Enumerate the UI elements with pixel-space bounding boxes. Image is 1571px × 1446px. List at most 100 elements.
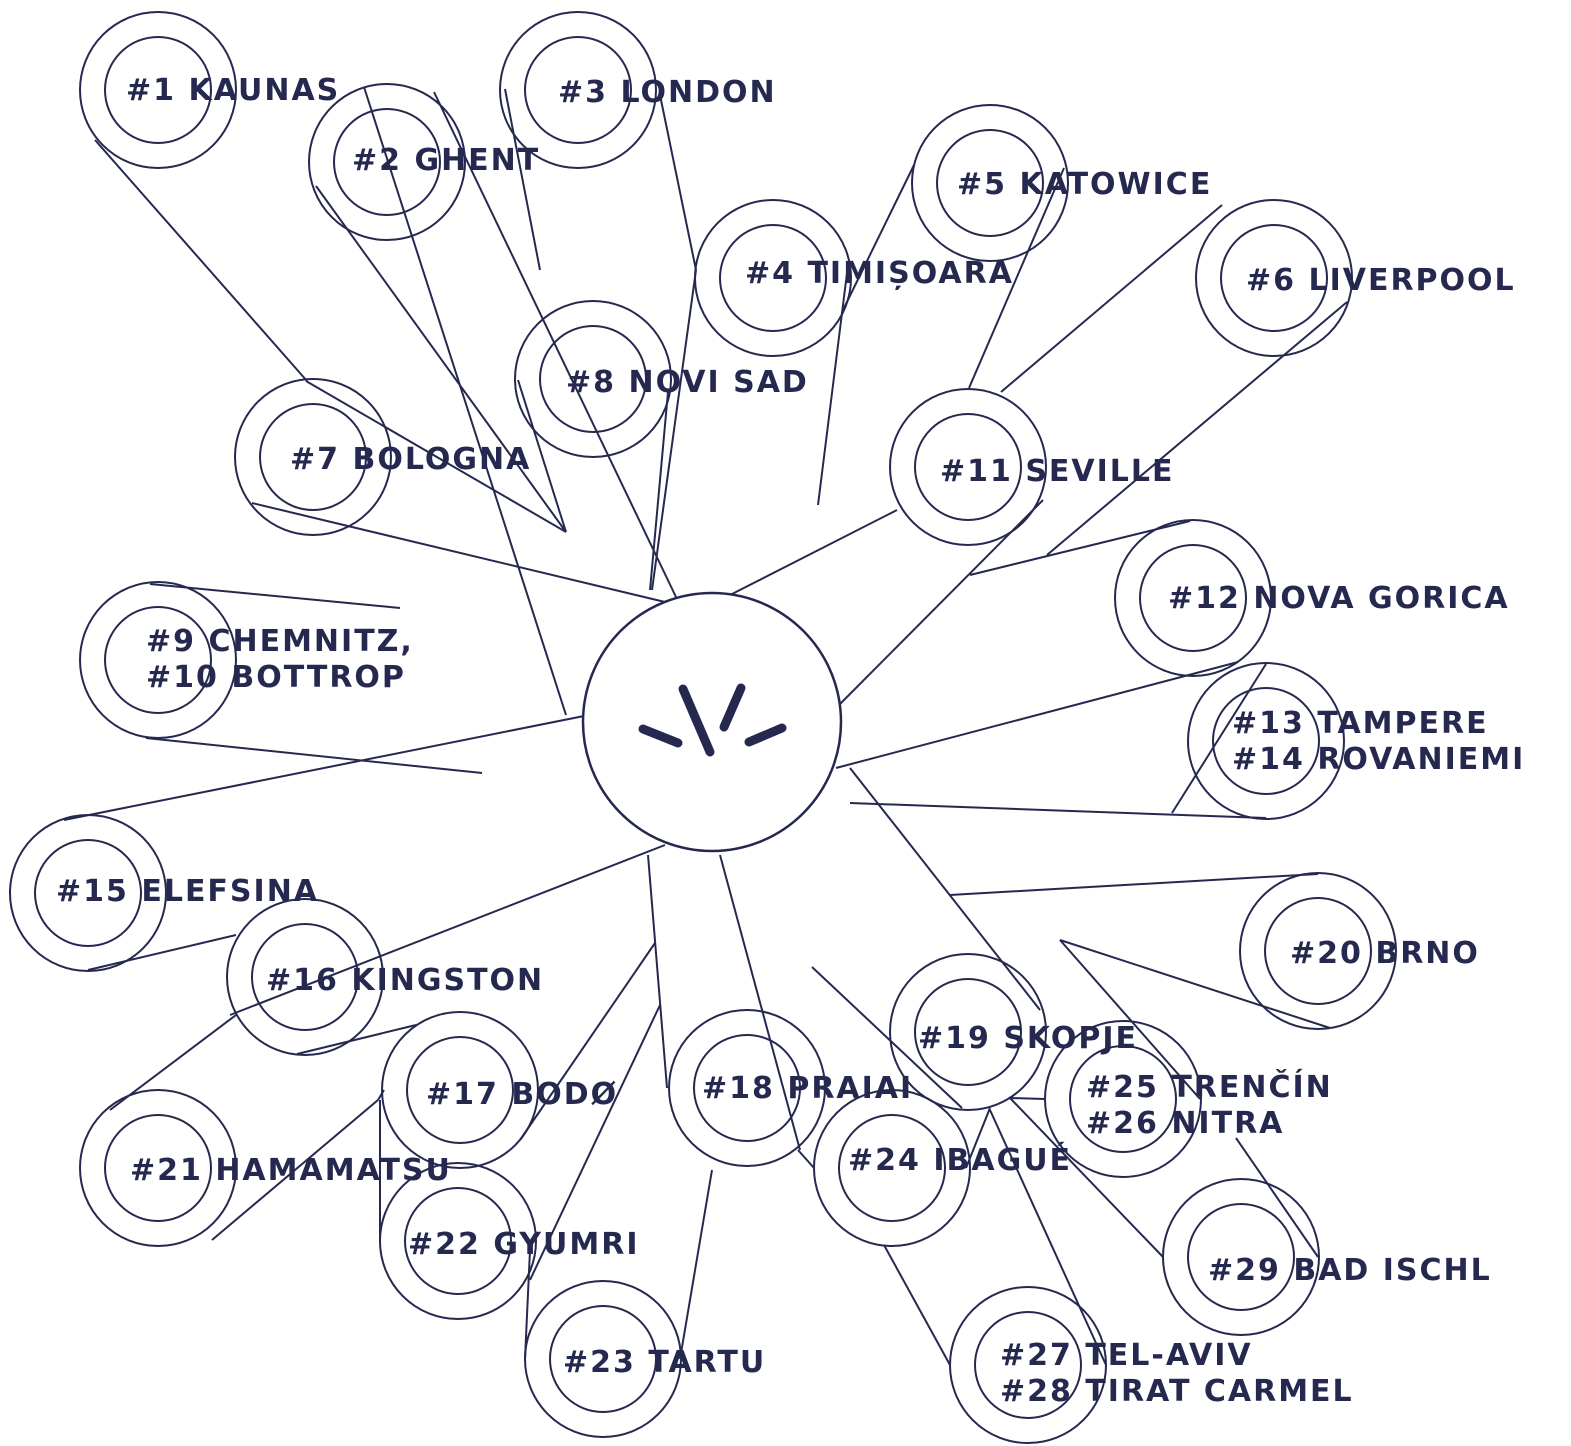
petal-p27 bbox=[883, 1109, 1107, 1444]
petal-branch-line bbox=[968, 167, 1065, 389]
petal-branch-line bbox=[229, 844, 666, 1016]
petal-branch-line bbox=[504, 88, 541, 271]
petal-p21 bbox=[79, 1014, 379, 1247]
petal-branch-line bbox=[377, 1089, 385, 1101]
city-label-line: #28 TIRAT CARMEL bbox=[1000, 1374, 1354, 1409]
petal-p13 bbox=[849, 662, 1345, 820]
petal-node-circle bbox=[406, 1036, 514, 1144]
petal-branch-line bbox=[965, 1107, 991, 1169]
city-label: #4 TIMIȘOARA bbox=[745, 256, 1014, 291]
central-hub bbox=[581, 591, 843, 853]
petal-branch-line bbox=[519, 942, 656, 1141]
petal-outer-ring bbox=[1114, 519, 1272, 677]
petal-node-circle bbox=[974, 1311, 1082, 1419]
petal-branch-line bbox=[433, 91, 677, 598]
petal-branch-line bbox=[1171, 663, 1267, 814]
petal-branch-line bbox=[969, 520, 1191, 576]
petal-outer-ring bbox=[889, 953, 1047, 1111]
petal-outer-ring bbox=[79, 581, 237, 739]
petal-branch-line bbox=[1059, 939, 1331, 1029]
petal-branch-line bbox=[109, 1014, 237, 1111]
city-label-line: #9 CHEMNITZ, bbox=[146, 624, 414, 659]
petal-node-circle bbox=[333, 108, 441, 216]
city-label: #13 TAMPERE#14 ROVANIEMI bbox=[1232, 706, 1525, 777]
petal-node-circle bbox=[549, 1305, 657, 1413]
petal-branch-line bbox=[1059, 939, 1201, 1100]
city-label-line: #17 BODØ bbox=[426, 1077, 618, 1112]
petal-node-circle bbox=[404, 1187, 512, 1295]
petal-branch-line bbox=[1046, 301, 1348, 556]
petal-branch-line bbox=[797, 1149, 815, 1169]
city-label-line: #2 GHENT bbox=[352, 143, 540, 178]
petal-branch-line bbox=[149, 583, 401, 609]
hub-circle bbox=[581, 591, 843, 853]
petal-branch-line bbox=[363, 86, 567, 716]
petal-branch-line bbox=[817, 264, 849, 506]
petal-branch-line bbox=[524, 1249, 531, 1360]
city-label: #15 ELEFSINA bbox=[56, 874, 319, 909]
petal-p23 bbox=[524, 1169, 713, 1438]
city-label: #1 KAUNAS bbox=[126, 73, 340, 108]
petal-branch-line bbox=[849, 767, 1041, 1011]
city-label: #5 KATOWICE bbox=[957, 167, 1212, 202]
petal-p25 bbox=[1009, 939, 1202, 1178]
city-label: #23 TARTU bbox=[563, 1345, 766, 1380]
city-label-line: #15 ELEFSINA bbox=[56, 874, 319, 909]
petal-node-circle bbox=[104, 606, 212, 714]
petal-branch-line bbox=[731, 509, 898, 595]
petal-branch-line bbox=[647, 854, 668, 1089]
petal-outer-ring bbox=[889, 388, 1047, 546]
petal-p7 bbox=[234, 378, 666, 603]
city-label: #8 NOVI SAD bbox=[566, 365, 809, 400]
city-label-line: #21 HAMAMATSU bbox=[130, 1153, 452, 1188]
petal-branch-line bbox=[659, 94, 697, 271]
petal-outer-ring bbox=[226, 898, 384, 1056]
city-label-line: #22 GYUMRI bbox=[408, 1227, 640, 1262]
city-label-line: #20 BRNO bbox=[1290, 936, 1480, 971]
city-label-line: #3 LONDON bbox=[558, 75, 777, 110]
petal-branch-line bbox=[989, 1109, 1107, 1366]
city-label: #22 GYUMRI bbox=[408, 1227, 640, 1262]
city-label: #19 SKOPJE bbox=[918, 1021, 1138, 1056]
petal-node-circle bbox=[936, 129, 1044, 237]
petal-branch-line bbox=[839, 499, 1044, 705]
petal-p19 bbox=[811, 767, 1047, 1111]
city-label-line: #29 BAD ISCHL bbox=[1208, 1253, 1492, 1288]
city-label: #20 BRNO bbox=[1290, 936, 1480, 971]
petal-branch-line bbox=[1000, 204, 1223, 393]
petal-branch-line bbox=[883, 1244, 951, 1366]
petal-branch-line bbox=[63, 715, 585, 821]
city-label-line: #26 NITRA bbox=[1086, 1106, 1284, 1141]
petal-p22 bbox=[379, 1004, 661, 1320]
city-label-line: #13 TAMPERE bbox=[1232, 706, 1489, 741]
petal-p11 bbox=[731, 388, 1047, 705]
petal-branch-line bbox=[651, 269, 697, 591]
petal-outer-ring bbox=[911, 104, 1069, 262]
city-label-line: #6 LIVERPOOL bbox=[1246, 263, 1516, 298]
petal-p1 bbox=[79, 11, 567, 716]
city-label-line: #5 KATOWICE bbox=[957, 167, 1212, 202]
petal-branch-line bbox=[842, 164, 915, 311]
city-label: #21 HAMAMATSU bbox=[130, 1153, 452, 1188]
petal-p2 bbox=[308, 83, 677, 598]
petal-node-circle bbox=[259, 403, 367, 511]
petal-branch-line bbox=[87, 934, 237, 971]
city-label-line: #24 IBAGUÉ bbox=[848, 1142, 1072, 1178]
petal-p5 bbox=[842, 104, 1069, 389]
petal-p4 bbox=[651, 199, 852, 591]
petal-p6 bbox=[1000, 199, 1353, 556]
burst-logo-icon bbox=[638, 683, 787, 757]
city-label: #29 BAD ISCHL bbox=[1208, 1253, 1492, 1288]
petal-outer-ring bbox=[234, 378, 392, 536]
petal-p20 bbox=[949, 872, 1397, 1030]
petal-outer-ring bbox=[79, 11, 237, 169]
petal-branch-line bbox=[1009, 1097, 1046, 1100]
petal-branch-line bbox=[679, 1169, 713, 1360]
petal-node-circle bbox=[693, 1034, 801, 1142]
city-label: #16 KINGSTON bbox=[266, 963, 544, 998]
petal-node-circle bbox=[838, 1114, 946, 1222]
petal-node-circle bbox=[914, 413, 1022, 521]
petal-branch-line bbox=[517, 379, 567, 533]
petal-node-circle bbox=[1069, 1045, 1177, 1153]
petal-p8 bbox=[514, 300, 672, 591]
